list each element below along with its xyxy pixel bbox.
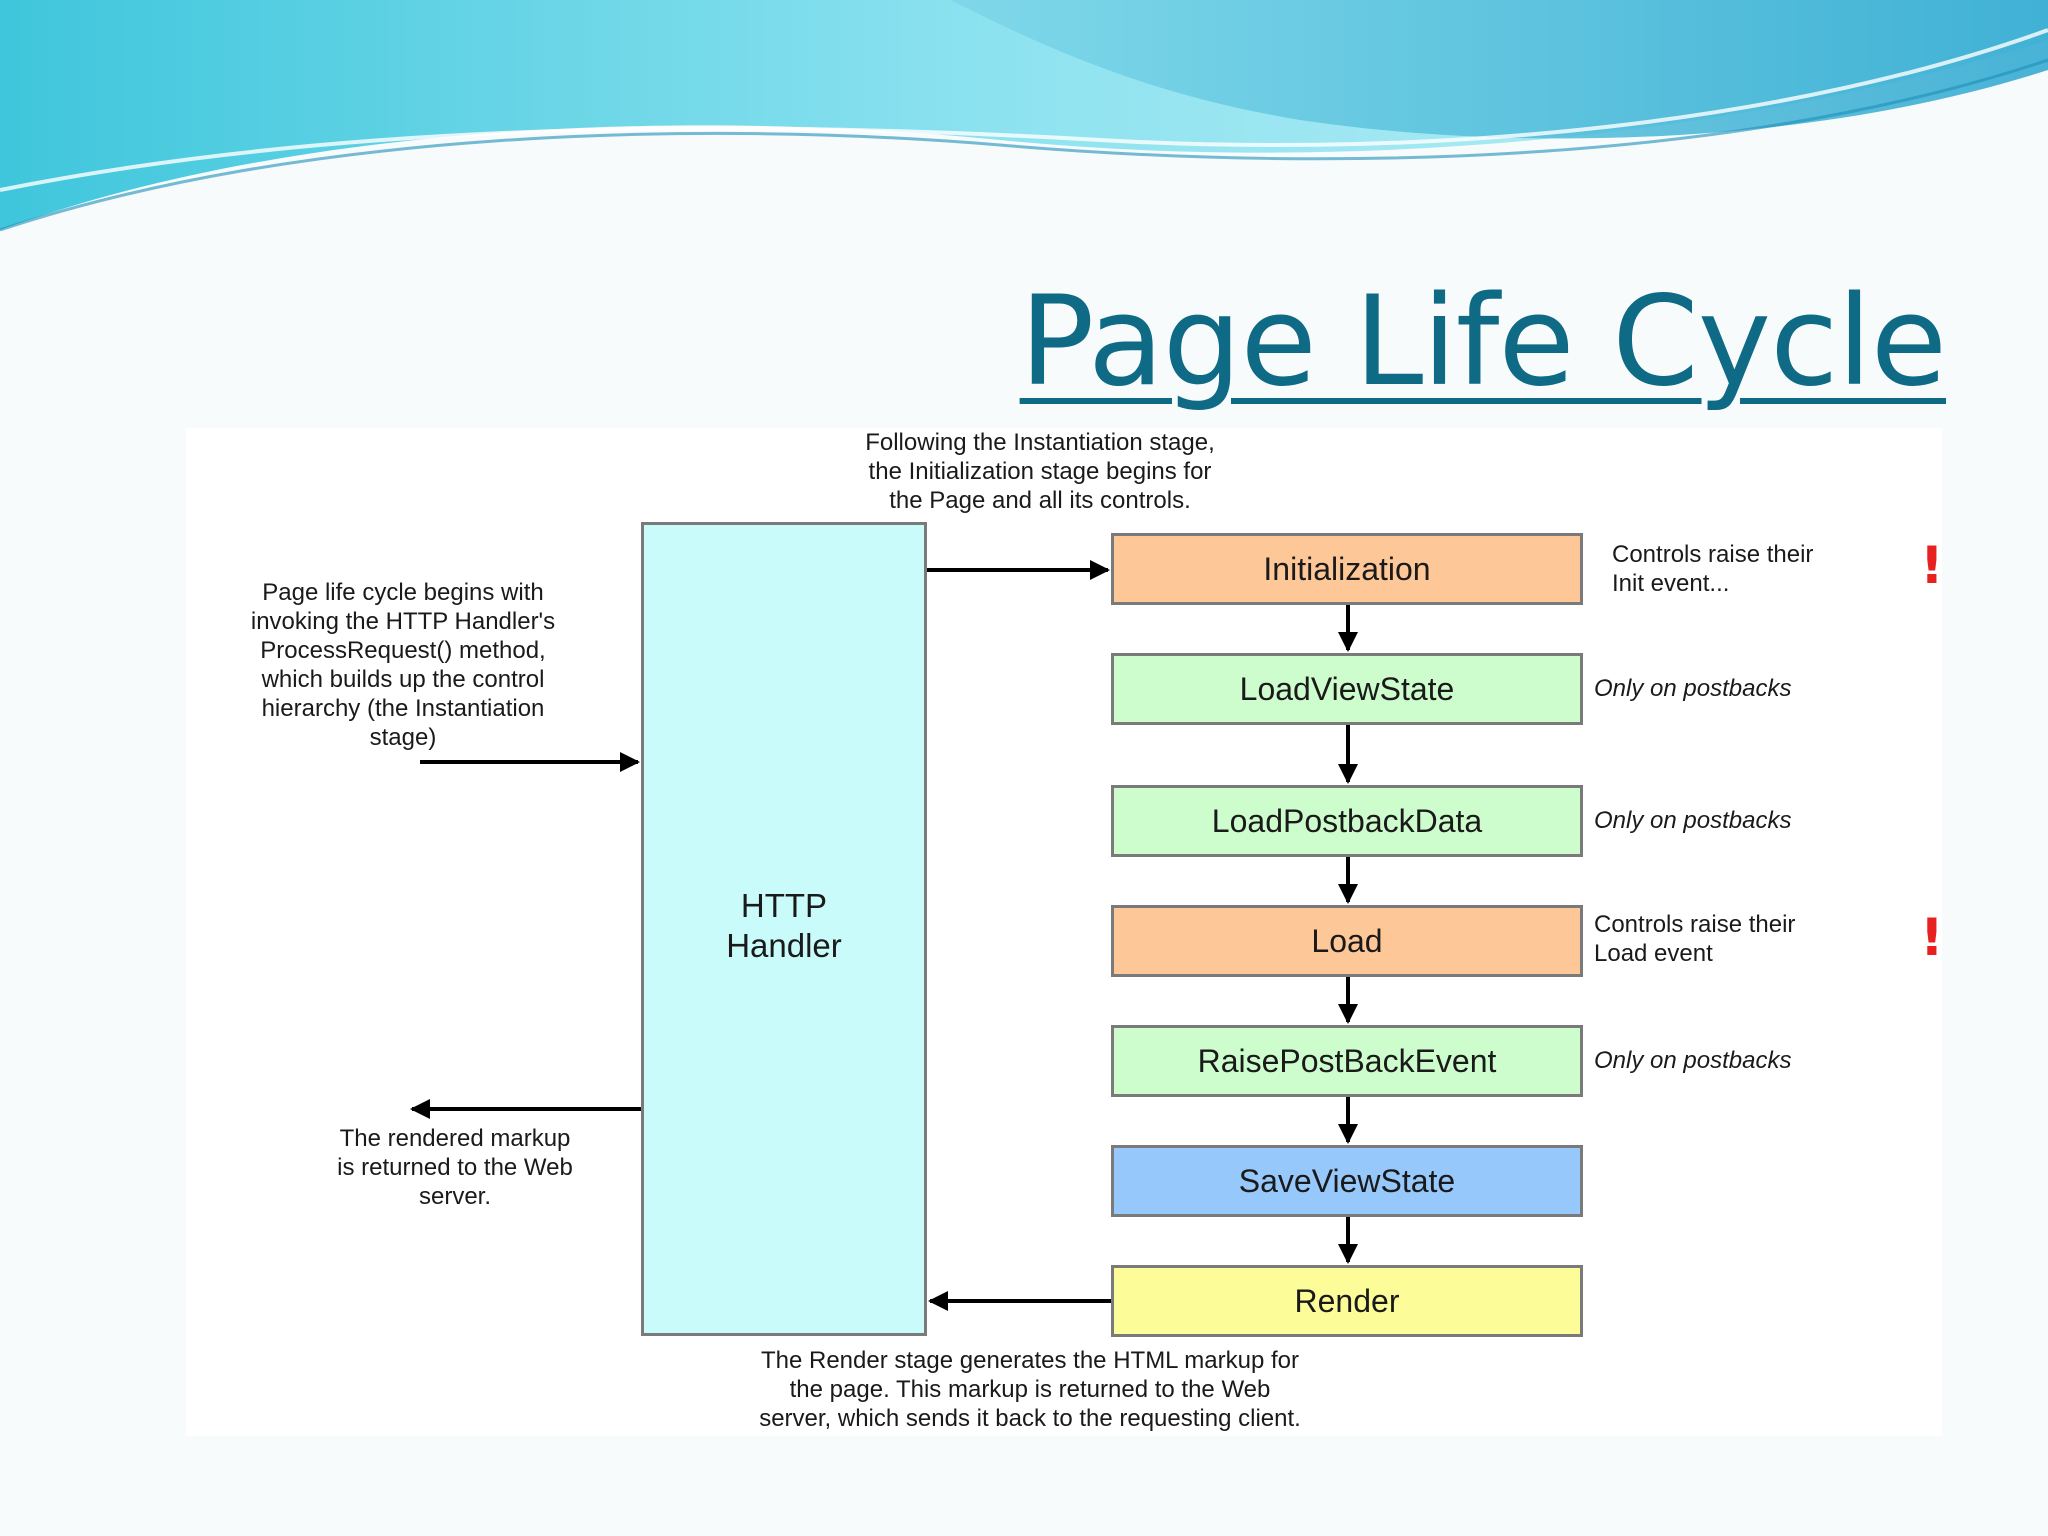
http-handler-box [641,522,927,1336]
exclamation-icon: ! [1920,536,1944,596]
stage-note-loadpostbackdata: Only on postbacks [1594,807,1792,834]
stage-note-initialization: Controls raise their Init event... [1612,541,1814,597]
stage-loadviewstate: LoadViewState [1111,653,1583,725]
returned-note: The rendered markup is returned to the W… [337,1125,573,1210]
http-handler-label: HTTP Handler [726,887,842,964]
page-title: Page Life Cycle [1019,270,1947,414]
header-wave-graphic [0,0,2048,232]
stage-saveviewstate: SaveViewState [1111,1145,1583,1217]
stage-note-loadviewstate: Only on postbacks [1594,675,1792,702]
instantiation-note: Following the Instantiation stage, the I… [865,429,1215,514]
stage-note-load: Controls raise their Load event [1594,911,1796,967]
stage-load: Load [1111,905,1583,977]
stage-render: Render [1111,1265,1583,1337]
begin-note: Page life cycle begins with invoking the… [250,579,556,751]
stage-raisepostbackevent: RaisePostBackEvent [1111,1025,1583,1097]
stage-loadpostbackdata: LoadPostbackData [1111,785,1583,857]
exclamation-icon: ! [1920,908,1944,968]
diagram-canvas [186,428,1942,1436]
stage-initialization: Initialization [1111,533,1583,605]
render-note: The Render stage generates the HTML mark… [759,1347,1301,1432]
stage-note-raisepostbackevent: Only on postbacks [1594,1047,1792,1074]
